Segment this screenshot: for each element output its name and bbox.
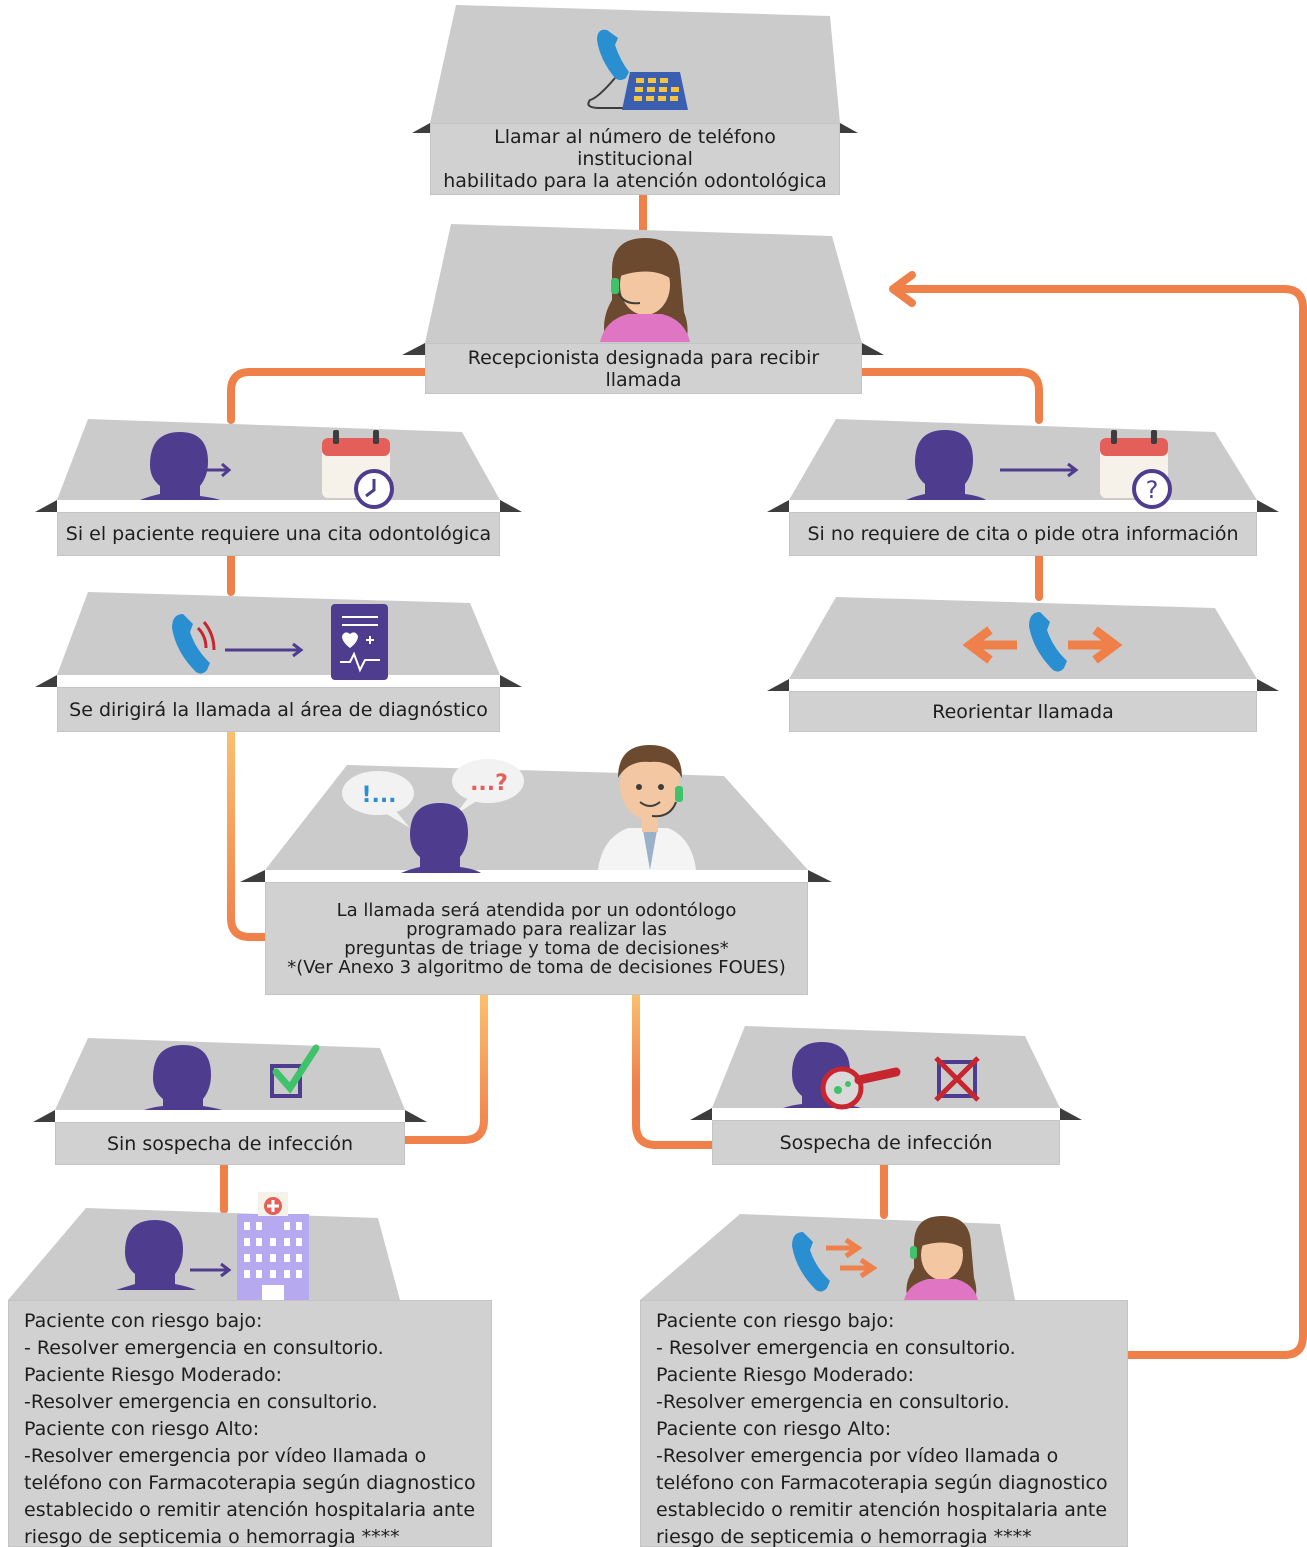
needs-appointment-text: Si el paciente requiere una cita odontol…	[65, 523, 492, 545]
calendar-clock-icon	[322, 430, 394, 509]
outcome-right-line: -Resolver emergencia por vídeo llamada o	[656, 1445, 1059, 1467]
checked-box-icon	[270, 1044, 320, 1098]
hospital-icon	[237, 1192, 309, 1302]
loop-arrowhead-icon	[889, 271, 916, 307]
medical-chart-icon	[331, 604, 388, 680]
outcome-left-line: - Resolver emergencia en consultorio.	[24, 1337, 384, 1359]
triage-line-1: La llamada será atendida por un odontólo…	[336, 899, 737, 921]
diagnosis-text: Se dirigirá la llamada al área de diagnó…	[69, 698, 488, 721]
ringing-phone-icon	[172, 614, 216, 674]
panel-needs-appointment	[35, 419, 522, 512]
connector-triage-to-no-infection	[401, 991, 488, 1144]
person-head-icon	[116, 1220, 196, 1290]
outcome-right-line: riesgo de septicemia o hemorragia ****	[656, 1526, 1032, 1547]
receptionist-text: Recepcionista designada para recibir lla…	[467, 346, 820, 391]
panel-triage	[240, 765, 832, 882]
phone-icon	[792, 1232, 830, 1292]
arrow-left-icon	[962, 626, 1017, 664]
outcome-right-line: -Resolver emergencia en consultorio.	[656, 1391, 1010, 1413]
connector-diagnosis-to-triage	[227, 728, 269, 941]
keypad-icon	[622, 72, 688, 110]
calendar-question-icon: ?	[1100, 430, 1172, 509]
connector-receptionist-to-appointment	[227, 368, 429, 424]
triage-line-2: programado para realizar las	[406, 918, 667, 940]
panel-reorient	[767, 597, 1279, 691]
outcome-right-line: - Resolver emergencia en consultorio.	[656, 1337, 1016, 1359]
panel-outcome-left	[8, 1208, 400, 1300]
person-head-icon	[144, 1045, 222, 1110]
icons: ? !... ...?	[116, 29, 1172, 1302]
triage-line-4: *(Ver Anexo 3 algoritmo de toma de decis…	[287, 956, 786, 978]
no-infection-text: Sin sospecha de infección	[106, 1132, 354, 1155]
arrow-right-icon	[1068, 626, 1123, 664]
arrow-right-icon	[207, 462, 232, 478]
bubble-exclamation-text: !...	[361, 783, 396, 808]
magnifier-virus-icon	[820, 1066, 901, 1110]
label-infection: Sospecha de infección	[712, 1120, 1060, 1165]
no-appointment-text: Si no requiere de cita o pide otra infor…	[807, 523, 1239, 545]
outcome-right-line: establecido o remitir atención hospitala…	[656, 1499, 1108, 1521]
connector-receptionist-to-no-appointment	[858, 368, 1043, 424]
outcome-left-line: riesgo de septicemia o hemorragia ****	[24, 1526, 400, 1547]
person-head-icon	[140, 432, 220, 500]
outcome-left-line: Paciente Riesgo Moderado:	[24, 1364, 282, 1386]
connector-loop-back-to-receptionist	[896, 285, 1307, 1359]
outcome-right-line: Paciente con riesgo Alto:	[656, 1418, 892, 1440]
reorient-text: Reorientar llamada	[932, 700, 1114, 723]
outcome-left-line: -Resolver emergencia en consultorio.	[24, 1391, 378, 1413]
label-needs-appointment: Si el paciente requiere una cita odontol…	[57, 512, 500, 556]
triage-line-3: preguntas de triage y toma de decisiones…	[344, 937, 729, 959]
receptionist-headset-icon	[904, 1216, 978, 1300]
arrow-right-icon	[190, 1262, 232, 1278]
infection-text: Sospecha de infección	[779, 1131, 993, 1154]
phone-icon	[587, 29, 632, 109]
label-receptionist: Recepcionista designada para recibir lla…	[425, 343, 862, 394]
person-head-icon	[401, 803, 481, 873]
label-reorient: Reorientar llamada	[789, 691, 1257, 732]
outcome-left-line: -Resolver emergencia por vídeo llamada o	[24, 1445, 427, 1467]
speech-bubble-exclamation-icon: !...	[342, 771, 414, 828]
label-outcome-left: Paciente con riesgo bajo: - Resolver eme…	[8, 1300, 492, 1547]
outcome-right-line: Paciente con riesgo bajo:	[656, 1310, 895, 1332]
label-no-infection: Sin sospecha de infección	[55, 1122, 405, 1165]
outcome-left-line: Paciente con riesgo Alto:	[24, 1418, 260, 1440]
connector-triage-to-infection	[632, 991, 716, 1149]
label-diagnosis: Se dirigirá la llamada al área de diagnó…	[57, 687, 500, 732]
panel-diagnosis	[35, 592, 522, 687]
svg-text:?: ?	[1146, 476, 1159, 504]
outcome-right-line: Paciente Riesgo Moderado:	[656, 1364, 914, 1386]
arrow-right-icon	[1000, 462, 1079, 478]
outcome-right-line: teléfono con Farmacoterapia según diagno…	[656, 1472, 1108, 1494]
crossed-box-icon	[934, 1056, 980, 1102]
person-head-icon	[906, 430, 986, 500]
call-line-1: Llamar al número de teléfono institucion…	[494, 126, 776, 170]
receptionist-headset-icon	[600, 238, 690, 342]
label-no-appointment: Si no requiere de cita o pide otra infor…	[789, 512, 1257, 556]
label-outcome-right: Paciente con riesgo bajo: - Resolver eme…	[640, 1300, 1128, 1547]
panel-no-infection	[33, 1038, 427, 1122]
bubble-question-text: ...?	[470, 771, 508, 796]
connectors	[220, 191, 1307, 1359]
double-arrow-right-icon	[826, 1237, 878, 1279]
panel-call	[412, 5, 858, 133]
dentist-headset-icon	[598, 745, 696, 870]
call-line-2: habilitado para la atención odontológica	[443, 170, 827, 192]
outcome-left-line: establecido o remitir atención hospitala…	[24, 1499, 476, 1521]
arrow-right-icon	[225, 642, 304, 658]
outcome-left-line: teléfono con Farmacoterapia según diagno…	[24, 1472, 476, 1494]
panel-no-appointment	[767, 419, 1279, 512]
label-triage: La llamada será atendida por un odontólo…	[265, 882, 808, 995]
label-call: Llamar al número de teléfono institucion…	[430, 123, 840, 195]
phone-icon	[1029, 612, 1067, 672]
outcome-left-line: Paciente con riesgo bajo:	[24, 1310, 263, 1332]
